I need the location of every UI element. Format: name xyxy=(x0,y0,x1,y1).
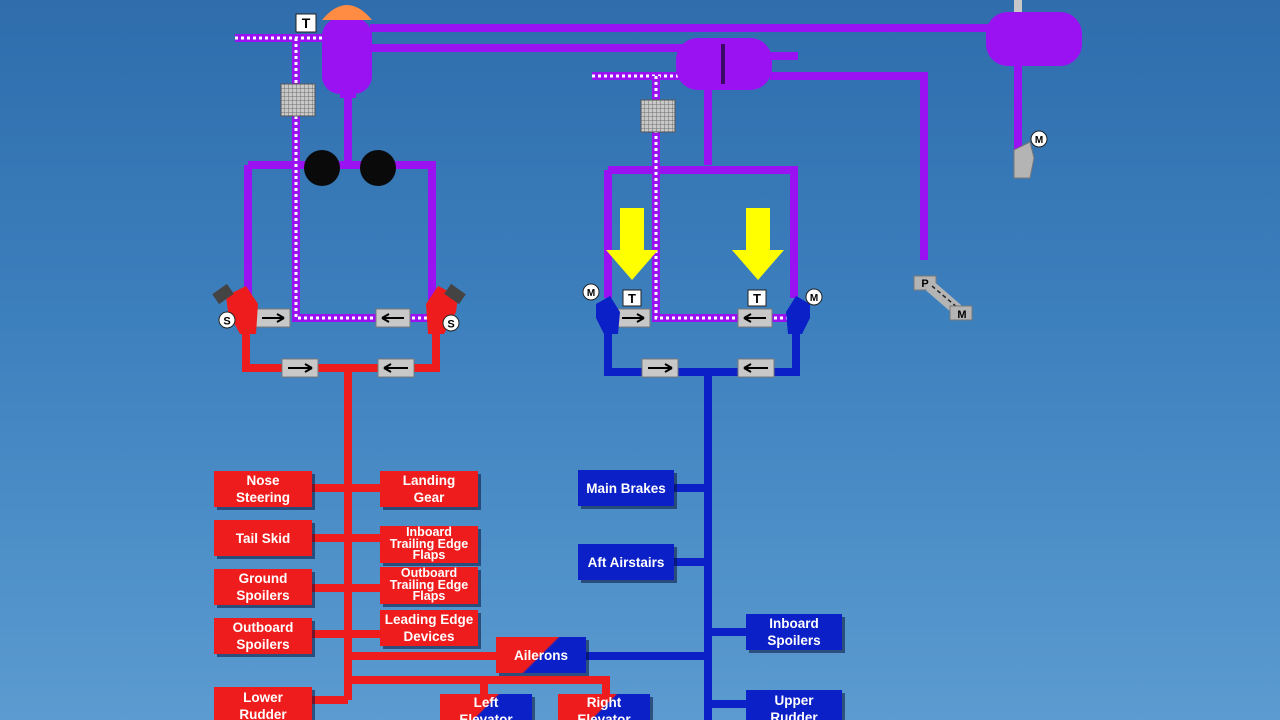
motor-unit-top-right: M xyxy=(1013,130,1048,179)
filter-b xyxy=(640,99,676,133)
leading-edge-devices-box: Leading Edge Devices xyxy=(380,610,478,646)
pump-a-left: S xyxy=(212,283,258,334)
engine-pump-right xyxy=(360,150,396,186)
reservoir-b xyxy=(676,38,772,90)
system-a-lines xyxy=(242,318,610,704)
flow-arrow-right xyxy=(732,208,784,280)
right-elevator-box: Right Elevator xyxy=(558,694,650,720)
outboard-trailing-edge-flaps-box: Outboard Trailing Edge Flaps xyxy=(380,567,478,604)
motor-label: M xyxy=(810,293,818,304)
temperature-label: T xyxy=(628,291,636,306)
check-valves xyxy=(255,308,775,378)
check-valve xyxy=(737,358,775,378)
check-valve xyxy=(281,358,319,378)
reservoir-a xyxy=(322,5,372,98)
ground-spoilers-box: Ground Spoilers xyxy=(214,569,312,605)
aft-airstairs-box: Aft Airstairs xyxy=(578,544,674,580)
system-b-lines xyxy=(586,318,800,720)
temperature-sensor-top: T xyxy=(295,13,317,33)
temperature-sensor-b-left: T xyxy=(622,289,642,307)
ptu-m-label: M xyxy=(957,309,966,321)
motor-label: M xyxy=(1035,135,1043,146)
left-elevator-box: Left Elevator xyxy=(440,694,532,720)
check-valve xyxy=(377,358,415,378)
nose-steering-box: Nose Steering xyxy=(214,471,312,507)
check-valve xyxy=(255,308,291,328)
solenoid-label: S xyxy=(223,316,230,328)
inboard-trailing-edge-flaps-box: Inboard Trailing Edge Flaps xyxy=(380,526,478,563)
ptu-p-label: P xyxy=(921,278,928,290)
pump-b-left: M xyxy=(582,283,620,334)
temperature-label: T xyxy=(753,291,761,306)
lower-rudder-box: Lower Rudder xyxy=(214,687,312,720)
filter-a xyxy=(280,83,316,117)
check-valve xyxy=(641,358,679,378)
check-valve xyxy=(737,308,773,328)
pump-a-right: S xyxy=(426,283,466,334)
reservoir-top-right xyxy=(986,0,1082,66)
outboard-spoilers-box: Outboard Spoilers xyxy=(214,618,312,654)
check-valve xyxy=(375,308,411,328)
tail-skid-box: Tail Skid xyxy=(214,520,312,556)
temperature-label: T xyxy=(302,15,311,31)
upper-rudder-box: Upper Rudder xyxy=(746,690,842,720)
flow-arrow-left xyxy=(606,208,658,280)
supply-lines xyxy=(244,24,1022,300)
motor-label: M xyxy=(587,288,595,299)
inboard-spoilers-box: Inboard Spoilers xyxy=(746,614,842,650)
landing-gear-box: Landing Gear xyxy=(380,471,478,507)
engine-pump-left xyxy=(304,150,340,186)
check-valve xyxy=(615,308,651,328)
pump-b-right: M xyxy=(786,288,823,334)
main-brakes-box: Main Brakes xyxy=(578,470,674,506)
temperature-sensor-b-right: T xyxy=(747,289,767,307)
ailerons-box: Ailerons xyxy=(496,637,586,673)
solenoid-label: S xyxy=(447,319,454,331)
power-transfer-unit: P M xyxy=(913,275,973,321)
